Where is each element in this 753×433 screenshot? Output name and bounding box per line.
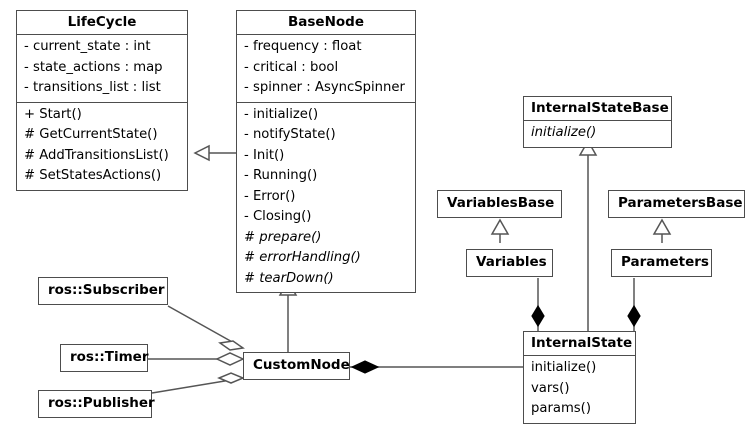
class-ros-timer[interactable]: ros::Timer <box>60 344 148 372</box>
method-row: + Start() <box>24 106 82 122</box>
class-variablesbase-title: VariablesBase <box>447 195 555 211</box>
attribute-row: - critical : bool <box>244 59 339 75</box>
method-row: - initialize() <box>244 106 319 122</box>
class-customnode-title: CustomNode <box>253 357 350 373</box>
edge-customnode-subscriber <box>167 305 245 351</box>
method-row: - Running() <box>244 168 318 183</box>
edge-customnode-internalstate <box>350 360 523 374</box>
edge-customnode-publisher <box>151 372 245 394</box>
attribute-row: - current_state : int <box>24 39 151 54</box>
method-row: # tearDown() <box>244 270 334 286</box>
method-row: - Closing() <box>244 209 312 224</box>
class-parameters[interactable]: Parameters <box>611 249 712 277</box>
class-ros-subscriber-title: ros::Subscriber <box>48 282 165 298</box>
class-parametersbase[interactable]: ParametersBase <box>608 190 745 218</box>
class-internalstatebase-methods: initialize() <box>524 120 671 147</box>
class-internalstatebase[interactable]: InternalStateBase initialize() <box>523 96 672 148</box>
class-lifecycle[interactable]: LifeCycle - current_state : int - state_… <box>16 10 188 191</box>
edge-internalstate-parameters <box>627 278 641 331</box>
method-row: params() <box>531 401 591 416</box>
method-row: # errorHandling() <box>244 250 361 265</box>
class-lifecycle-attributes: - current_state : int - state_actions : … <box>17 34 187 102</box>
edge-customnode-timer <box>148 352 245 366</box>
method-row: - Error() <box>244 188 296 204</box>
class-ros-subscriber[interactable]: ros::Subscriber <box>38 277 168 305</box>
edge-internalstate-internalstatebase <box>578 139 598 331</box>
class-basenode-attributes: - frequency : float - critical : bool - … <box>237 34 415 102</box>
class-ros-publisher[interactable]: ros::Publisher <box>38 390 155 418</box>
attribute-row: - spinner : AsyncSpinner <box>244 80 405 95</box>
method-row: # prepare() <box>244 229 322 245</box>
class-internalstate-title: InternalState <box>531 335 633 351</box>
edge-variables-variablesbase <box>490 218 510 243</box>
class-internalstate[interactable]: InternalState initialize() vars() params… <box>523 331 636 424</box>
class-lifecycle-methods: + Start() # GetCurrentState() # AddTrans… <box>17 101 187 190</box>
class-variablesbase[interactable]: VariablesBase <box>437 190 562 218</box>
class-basenode-title: BaseNode <box>288 14 364 30</box>
class-basenode[interactable]: BaseNode - frequency : float - critical … <box>236 10 416 293</box>
method-row: vars() <box>531 380 570 396</box>
class-ros-timer-title: ros::Timer <box>70 349 149 365</box>
class-ros-publisher-title: ros::Publisher <box>48 395 155 411</box>
attribute-row: - frequency : float <box>244 39 362 54</box>
class-parametersbase-title: ParametersBase <box>618 195 743 211</box>
class-lifecycle-title: LifeCycle <box>67 14 137 30</box>
method-row: # SetStatesActions() <box>24 168 162 183</box>
method-row: # GetCurrentState() <box>24 127 158 142</box>
method-row: # AddTransitionsList() <box>24 147 169 163</box>
edge-parameters-parametersbase <box>652 218 672 243</box>
attribute-row: - transitions_list : list <box>24 80 161 95</box>
edge-basenode-lifecycle <box>193 144 236 162</box>
class-internalstatebase-title: InternalStateBase <box>531 100 669 116</box>
class-customnode[interactable]: CustomNode <box>243 352 350 380</box>
class-parameters-title: Parameters <box>621 254 709 270</box>
class-basenode-methods: - initialize() - notifyState() - Init() … <box>237 101 415 293</box>
method-row: initialize() <box>531 360 597 375</box>
class-variables-title: Variables <box>476 254 547 270</box>
edge-internalstate-variables <box>531 278 545 331</box>
method-row: - Init() <box>244 147 285 163</box>
method-row: initialize() <box>531 125 597 140</box>
attribute-row: - state_actions : map <box>24 59 163 75</box>
method-row: - notifyState() <box>244 127 336 142</box>
class-variables[interactable]: Variables <box>466 249 553 277</box>
class-internalstate-methods: initialize() vars() params() <box>524 355 635 423</box>
